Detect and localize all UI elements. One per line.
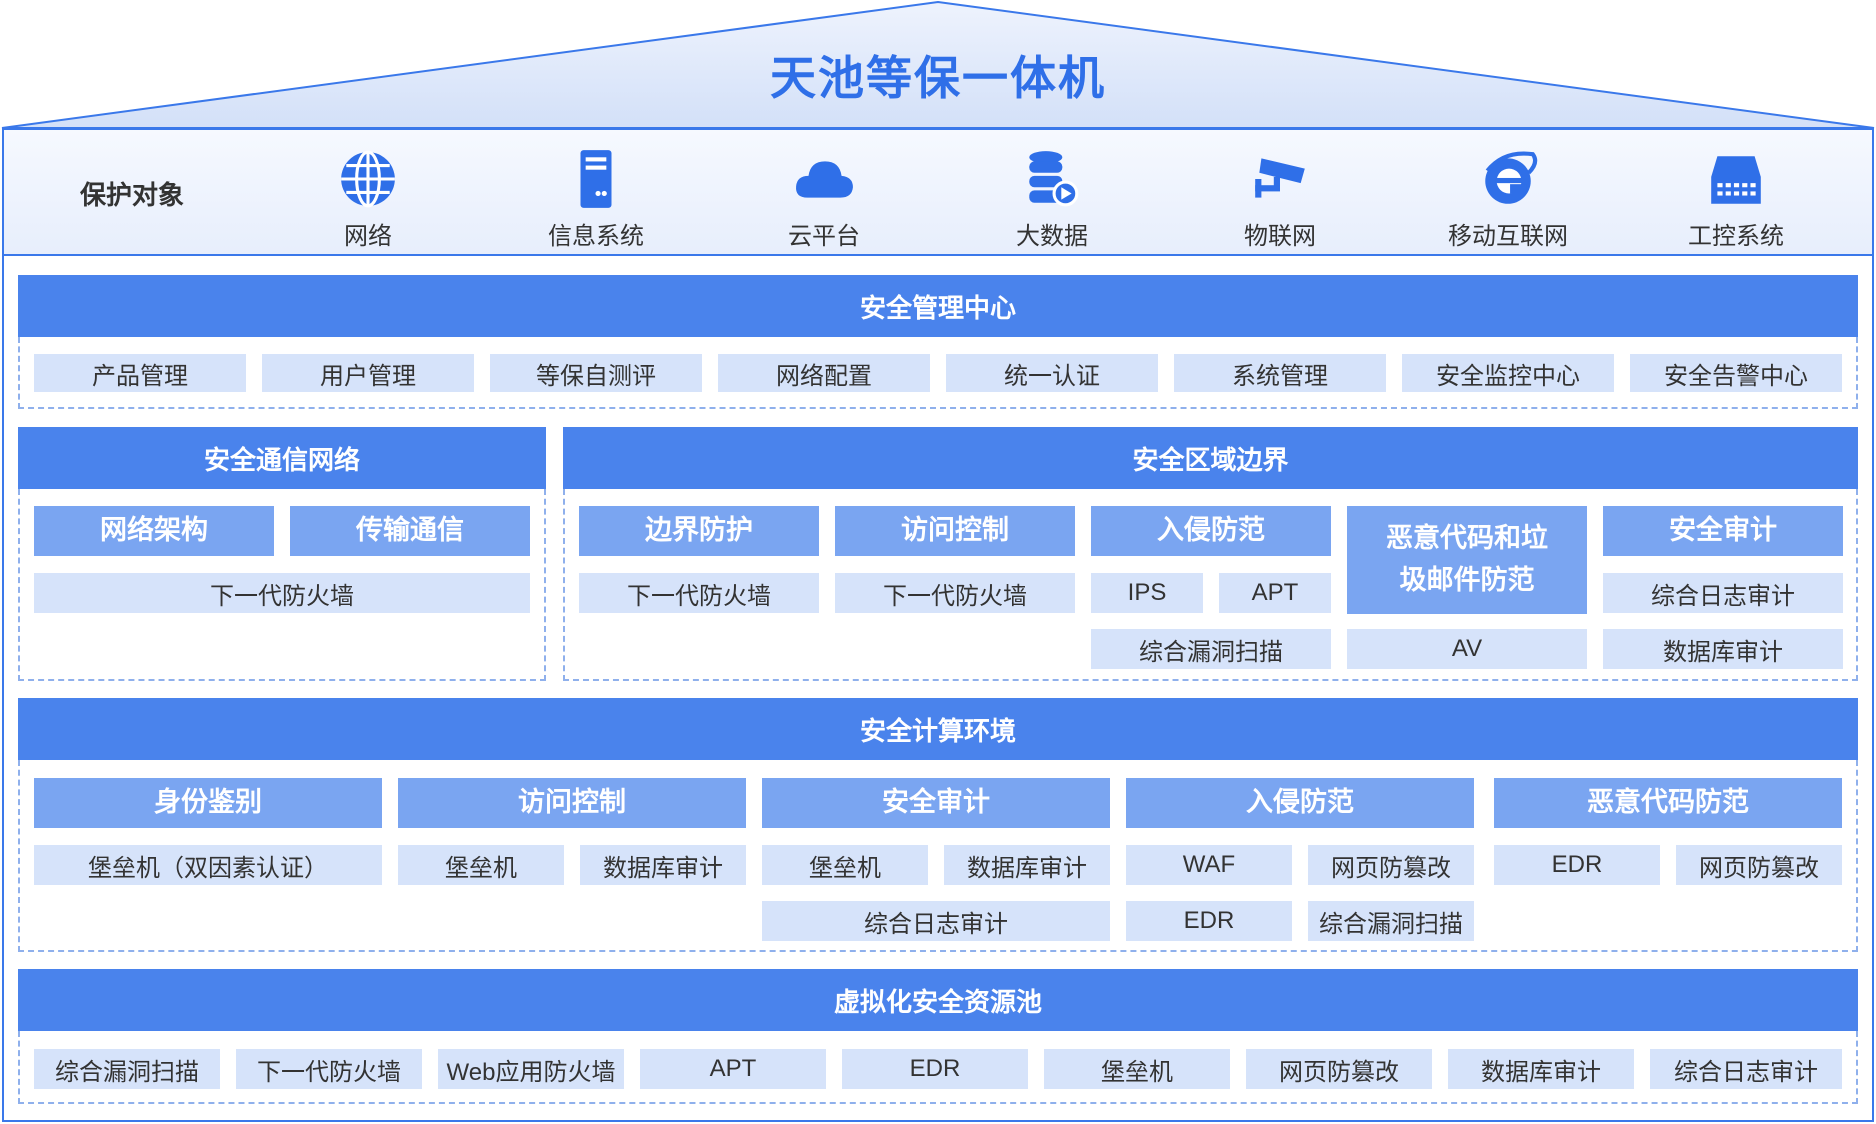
database-icon: [1029, 151, 1079, 207]
ie-icon: [1485, 151, 1538, 204]
protect-item-label: 工控系统: [1688, 223, 1784, 250]
compute-sub: 恶意代码防范: [1494, 778, 1842, 828]
mgmt-item: 统一认证: [946, 354, 1158, 392]
protect-item-bigdata: 大数据: [972, 148, 1132, 251]
zone-item: AV: [1347, 629, 1587, 669]
protect-row: [4, 130, 1872, 256]
compute-item: 堡垒机: [762, 845, 928, 885]
compute-item: 堡垒机（双因素认证）: [34, 845, 382, 885]
section-box-zone: [563, 489, 1858, 681]
compute-item: EDR: [1126, 901, 1292, 941]
section-title-compute: 安全计算环境: [18, 698, 1858, 760]
compute-sub: 安全审计: [762, 778, 1110, 828]
section-box-virtual: [18, 1031, 1858, 1104]
zone-item: 下一代防火墙: [835, 573, 1075, 613]
section-box-compute: [18, 760, 1858, 952]
section-title-zone: 安全区域边界: [563, 427, 1858, 489]
zone-sub: 入侵防范: [1091, 506, 1331, 556]
virtual-item: APT: [640, 1049, 826, 1089]
virtual-item: 综合漏洞扫描: [34, 1049, 220, 1089]
virtual-item: 堡垒机: [1044, 1049, 1230, 1089]
compute-item: 综合漏洞扫描: [1308, 901, 1474, 941]
section-box-mgmt: [18, 337, 1858, 409]
protect-label: 保护对象: [80, 180, 185, 210]
compute-sub: 访问控制: [398, 778, 746, 828]
cloud-icon: [796, 161, 853, 198]
virtual-item: 数据库审计: [1448, 1049, 1634, 1089]
comm-sub: 网络架构: [34, 506, 274, 556]
protect-item-ics: 工控系统: [1656, 148, 1816, 251]
section-title-comm: 安全通信网络: [18, 427, 546, 489]
protect-item-label: 大数据: [1016, 223, 1088, 250]
comm-sub: 传输通信: [290, 506, 530, 556]
protect-item-label: 信息系统: [548, 223, 644, 250]
compute-item: 网页防篡改: [1676, 845, 1842, 885]
zone-sub-malware: 恶意代码和垃圾邮件防范: [1347, 506, 1587, 614]
zone-item: IPS: [1091, 573, 1203, 613]
switch-icon: [1711, 156, 1761, 204]
protect-item-iot: 物联网: [1200, 148, 1360, 251]
protect-item-label: 网络: [344, 223, 392, 250]
mgmt-item: 安全告警中心: [1630, 354, 1842, 392]
compute-item: 堡垒机: [398, 845, 564, 885]
protect-item-network: 网络: [288, 148, 448, 251]
zone-item: 数据库审计: [1603, 629, 1843, 669]
protect-item-cloud: 云平台: [744, 148, 904, 251]
zone-sub: 安全审计: [1603, 506, 1843, 556]
compute-sub: 身份鉴别: [34, 778, 382, 828]
mgmt-item: 系统管理: [1174, 354, 1386, 392]
mgmt-item: 等保自测评: [490, 354, 702, 392]
comm-item: 下一代防火墙: [34, 573, 530, 613]
compute-sub: 入侵防范: [1126, 778, 1474, 828]
virtual-item: 网页防篡改: [1246, 1049, 1432, 1089]
zone-item: 综合日志审计: [1603, 573, 1843, 613]
protect-item-label: 物联网: [1244, 223, 1316, 250]
section-title-virtual: 虚拟化安全资源池: [18, 969, 1858, 1031]
zone-item: APT: [1219, 573, 1331, 613]
globe-icon: [341, 150, 395, 208]
section-title-mgmt: 安全管理中心: [18, 275, 1858, 337]
compute-item: 网页防篡改: [1308, 845, 1474, 885]
compute-item: EDR: [1494, 845, 1660, 885]
protect-item-mobile: 移动互联网: [1428, 148, 1588, 251]
page-title: 天池等保一体机: [770, 52, 1106, 104]
compute-item: 综合日志审计: [762, 901, 1110, 941]
protect-item-info-system: 信息系统: [516, 148, 676, 251]
mgmt-item: 安全监控中心: [1402, 354, 1614, 392]
compute-item: 数据库审计: [580, 845, 746, 885]
section-box-comm: [18, 489, 546, 681]
mgmt-item: 用户管理: [262, 354, 474, 392]
mgmt-item: 产品管理: [34, 354, 246, 392]
virtual-item: Web应用防火墙: [438, 1049, 624, 1089]
zone-sub: 边界防护: [579, 506, 819, 556]
camera-icon: [1255, 158, 1305, 198]
virtual-item: 下一代防火墙: [236, 1049, 422, 1089]
zone-item: 综合漏洞扫描: [1091, 629, 1331, 669]
mgmt-item: 网络配置: [718, 354, 930, 392]
virtual-item: EDR: [842, 1049, 1028, 1089]
compute-item: 数据库审计: [944, 845, 1110, 885]
server-icon: [580, 150, 612, 208]
compute-item: WAF: [1126, 845, 1292, 885]
zone-item: 下一代防火墙: [579, 573, 819, 613]
zone-sub: 访问控制: [835, 506, 1075, 556]
virtual-item: 综合日志审计: [1650, 1049, 1842, 1089]
protect-item-label: 移动互联网: [1448, 223, 1568, 250]
protect-item-label: 云平台: [788, 223, 860, 250]
